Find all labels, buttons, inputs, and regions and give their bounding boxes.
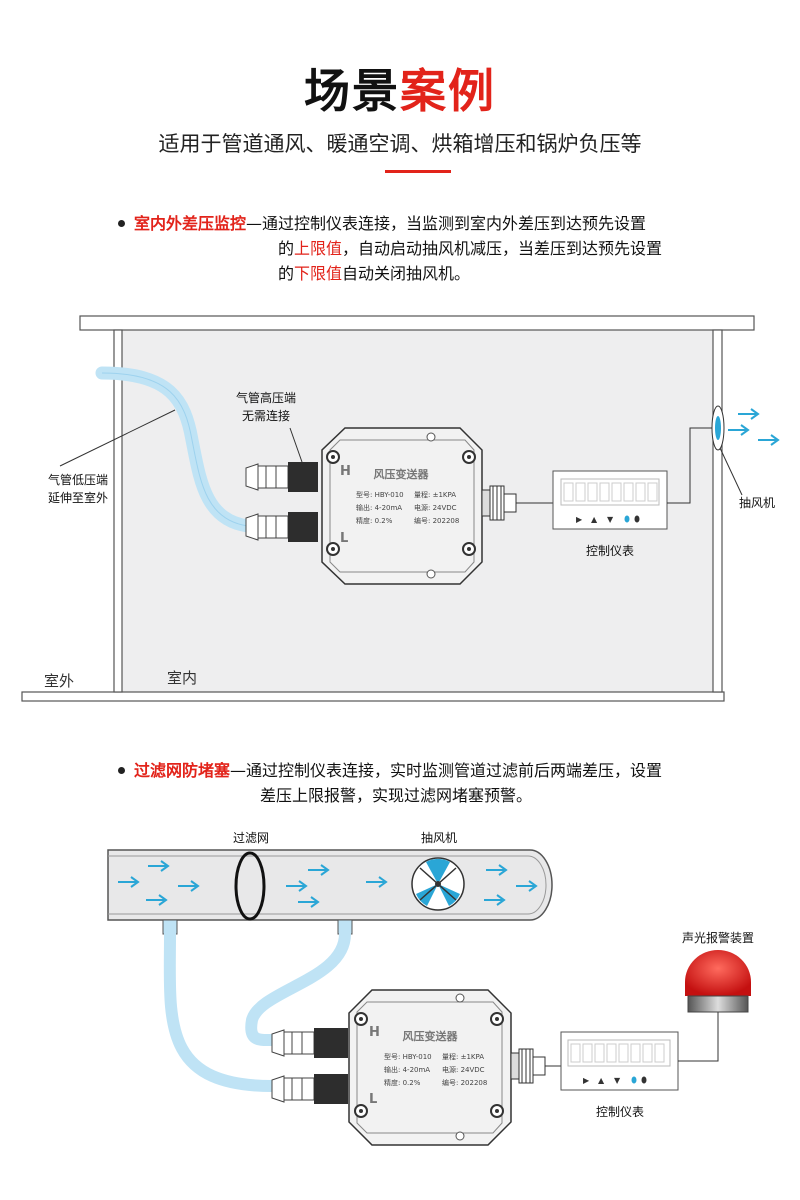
spec-range-2: 量程: ±1KPA — [442, 1052, 484, 1061]
spec-power: 电源: 24VDC — [414, 503, 457, 512]
fan-wire — [667, 427, 713, 504]
title-black: 场景 — [304, 64, 400, 118]
diagram-filter: 过滤网 抽风机 H — [107, 831, 754, 1146]
section1-text2a: 的 — [278, 239, 295, 258]
spec-output-2: 输出: 4-20mA — [384, 1065, 430, 1074]
spec-model: 型号: HBY-010 — [356, 490, 404, 499]
cable-gland-2 — [510, 1048, 546, 1084]
high-port-fitting — [245, 462, 318, 492]
section1-text1: —通过控制仪表连接，当监测到室内外差压到达预先设置 — [246, 214, 647, 233]
bullet-dot-2 — [118, 767, 125, 774]
indoor-label: 室内 — [167, 669, 197, 687]
low-label-leader — [59, 409, 176, 467]
high-port-mark-2: H — [369, 1025, 380, 1040]
low-port-mark: L — [340, 531, 348, 546]
right-wall — [712, 329, 723, 693]
high-port-note: 无需连接 — [242, 408, 290, 423]
page-subtitle: 适用于管道通风、暖通空调、烘箱增压和锅炉负压等 — [158, 132, 642, 156]
controller2-label: 控制仪表 — [596, 1105, 644, 1119]
control-meter-2: ▶ ▲ ▼ — [560, 1031, 679, 1091]
svg-text:▶: ▶ — [576, 515, 583, 524]
fan2-label: 抽风机 — [421, 831, 457, 845]
svg-text:▶: ▶ — [583, 1076, 590, 1085]
section2-line2: 差压上限报警，实现过滤网堵塞预警。 — [260, 786, 533, 805]
low-port-mark-2: L — [369, 1092, 377, 1107]
low-port-fitting-2 — [271, 1074, 348, 1104]
section2-lead: 过滤网防堵塞 — [134, 761, 231, 780]
page-title: 场景案例 — [0, 55, 800, 121]
section2-line1: 过滤网防堵塞—通过控制仪表连接，实时监测管道过滤前后两端差压，设置 — [134, 758, 662, 783]
low-port-fitting — [245, 512, 318, 542]
fan-label: 抽风机 — [739, 496, 775, 510]
diagram-indoor-outdoor: H L 风压变送器 型号: HBY-010 量程: ±1KPA 输出: 4-20… — [21, 315, 779, 702]
floor-slab — [21, 691, 725, 702]
spec-serial: 编号: 202208 — [414, 516, 459, 525]
downstream-tube — [245, 928, 351, 1047]
airflow-arrow — [758, 434, 779, 446]
air-duct — [107, 849, 553, 921]
cable-gland — [481, 485, 517, 521]
duct-inner — [108, 855, 547, 915]
fan-label-leader — [719, 447, 743, 496]
pressure-transmitter-2: H L 风压变送器 型号: HBY-010 量程: ±1KPA 输出: 4-20… — [348, 989, 512, 1146]
high-port-mark: H — [340, 464, 351, 479]
svg-text:▲: ▲ — [598, 1076, 605, 1085]
section1-text2b: ，自动启动抽风机减压，当差压到达预先设置 — [342, 239, 663, 258]
transmitter-name-2: 风压变送器 — [403, 1029, 459, 1043]
section1-line2: 的上限值，自动启动抽风机减压，当差压到达预先设置 — [278, 236, 662, 261]
upstream-tube — [163, 928, 278, 1092]
spec-accuracy: 精度: 0.2% — [356, 516, 393, 525]
duct-fan — [411, 857, 465, 911]
low-port-note: 延伸至室外 — [48, 490, 108, 505]
outdoor-label: 室外 — [44, 672, 74, 690]
airflow-arrow — [728, 424, 749, 436]
low-port-label: 气管低压端 — [48, 472, 108, 487]
airflow-arrow — [738, 408, 759, 420]
svg-text:▲: ▲ — [591, 515, 598, 524]
transmitter-name: 风压变送器 — [374, 467, 430, 481]
left-wall — [113, 329, 123, 693]
svg-text:▼: ▼ — [607, 515, 614, 524]
alarm-label: 声光报警装置 — [682, 930, 754, 945]
control-meter: ▶ ▲ ▼ — [552, 470, 668, 530]
bullet-dot-1 — [118, 220, 125, 227]
controller-label: 控制仪表 — [586, 544, 634, 558]
spec-power-2: 电源: 24VDC — [442, 1065, 485, 1074]
section1-text3a: 的 — [278, 264, 295, 283]
filter-screen — [234, 851, 266, 921]
spec-serial-2: 编号: 202208 — [442, 1078, 487, 1087]
high-port-fitting-2 — [271, 1028, 348, 1058]
filter-label: 过滤网 — [233, 831, 269, 845]
section1-text3b: 自动关闭抽风机。 — [342, 264, 471, 283]
tube-edge — [101, 372, 249, 527]
high-label-leader — [289, 427, 303, 463]
alarm-wire — [678, 1012, 719, 1062]
spec-range: 量程: ±1KPA — [414, 490, 456, 499]
spec-output: 输出: 4-20mA — [356, 503, 402, 512]
ceiling-slab — [79, 315, 755, 331]
exhaust-fan — [711, 405, 725, 451]
upper-limit-text: 上限值 — [294, 239, 343, 258]
section2-text1: —通过控制仪表连接，实时监测管道过滤前后两端差压，设置 — [230, 761, 663, 780]
lower-limit-text: 下限值 — [294, 264, 343, 283]
svg-text:▼: ▼ — [614, 1076, 621, 1085]
section1-line3: 的下限值自动关闭抽风机。 — [278, 261, 470, 286]
spec-accuracy-2: 精度: 0.2% — [384, 1078, 421, 1087]
section1-lead: 室内外差压监控 — [134, 214, 247, 233]
pressure-transmitter: H L 风压变送器 型号: HBY-010 量程: ±1KPA 输出: 4-20… — [321, 427, 483, 585]
title-red: 案例 — [400, 64, 496, 118]
alarm-light-icon — [685, 950, 751, 1013]
section1-line1: 室内外差压监控—通过控制仪表连接，当监测到室内外差压到达预先设置 — [134, 211, 646, 236]
title-divider — [385, 170, 451, 173]
spec-model-2: 型号: HBY-010 — [384, 1052, 432, 1061]
high-port-label: 气管高压端 — [236, 390, 296, 405]
